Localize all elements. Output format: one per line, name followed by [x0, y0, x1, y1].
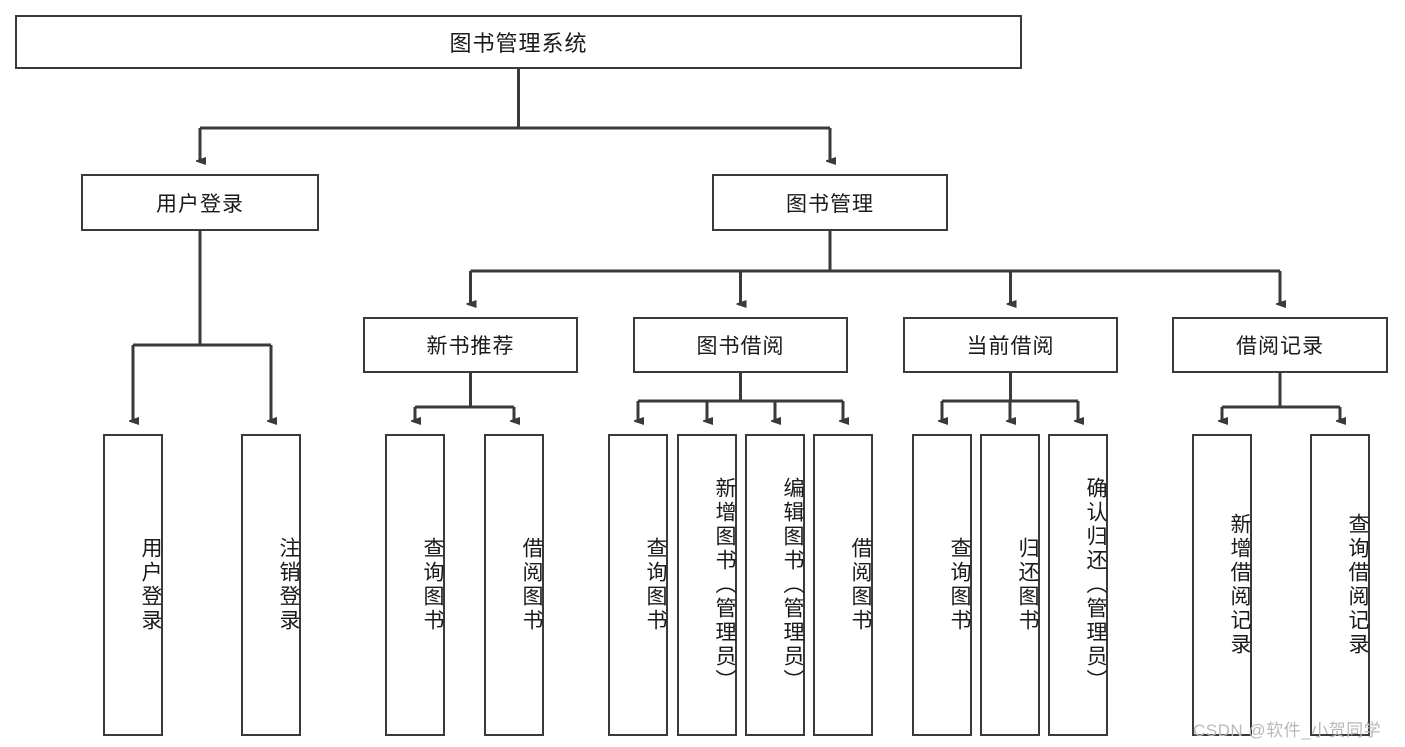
node-leaf-qrec: 查询借阅记录 — [1310, 434, 1370, 736]
node-leaf-b2: 借阅图书 — [813, 434, 873, 736]
node-label: 当前借阅 — [966, 335, 1055, 358]
node-label: 新书推荐 — [426, 335, 515, 358]
node-leaf-edit: 编辑图书（管理员） — [745, 434, 805, 736]
node-label: 用户登录 — [139, 537, 162, 633]
node-leaf-q3: 查询图书 — [912, 434, 972, 736]
node-label: 查询图书 — [644, 537, 667, 633]
watermark-text: CSDN @软件_小贺同学 — [1193, 721, 1382, 740]
node-l2a: 新书推荐 — [363, 317, 578, 373]
node-label: 图书借阅 — [696, 335, 785, 358]
node-label: 查询图书 — [948, 537, 971, 633]
node-l2b: 图书借阅 — [633, 317, 848, 373]
node-label: 借阅记录 — [1236, 335, 1324, 358]
node-label: 用户登录 — [156, 192, 244, 216]
node-l1b: 图书管理 — [712, 174, 948, 231]
node-leaf-login: 用户登录 — [103, 434, 163, 736]
node-leaf-logout: 注销登录 — [241, 434, 301, 736]
node-root: 图书管理系统 — [15, 15, 1022, 69]
node-label: 新增图书（管理员） — [713, 477, 736, 693]
node-label: 借阅图书 — [849, 537, 872, 633]
node-label: 新增借阅记录 — [1228, 513, 1251, 657]
node-leaf-ret: 归还图书 — [980, 434, 1040, 736]
node-leaf-q2: 查询图书 — [608, 434, 668, 736]
node-l2c: 当前借阅 — [903, 317, 1118, 373]
node-leaf-q1: 查询图书 — [385, 434, 445, 736]
node-label: 注销登录 — [277, 537, 300, 633]
node-label: 归还图书 — [1016, 537, 1039, 633]
node-label: 借阅图书 — [520, 537, 543, 633]
node-leaf-conf: 确认归还（管理员） — [1048, 434, 1108, 736]
node-label: 查询图书 — [421, 537, 444, 633]
node-label: 查询借阅记录 — [1346, 513, 1369, 657]
node-l2d: 借阅记录 — [1172, 317, 1388, 373]
node-label: 图书管理系统 — [449, 31, 588, 56]
node-l1a: 用户登录 — [81, 174, 319, 231]
node-leaf-newrec: 新增借阅记录 — [1192, 434, 1252, 736]
node-label: 编辑图书（管理员） — [781, 477, 804, 693]
node-label: 确认归还（管理员） — [1084, 477, 1107, 693]
node-leaf-b1: 借阅图书 — [484, 434, 544, 736]
node-label: 图书管理 — [786, 192, 874, 216]
node-leaf-add: 新增图书（管理员） — [677, 434, 737, 736]
